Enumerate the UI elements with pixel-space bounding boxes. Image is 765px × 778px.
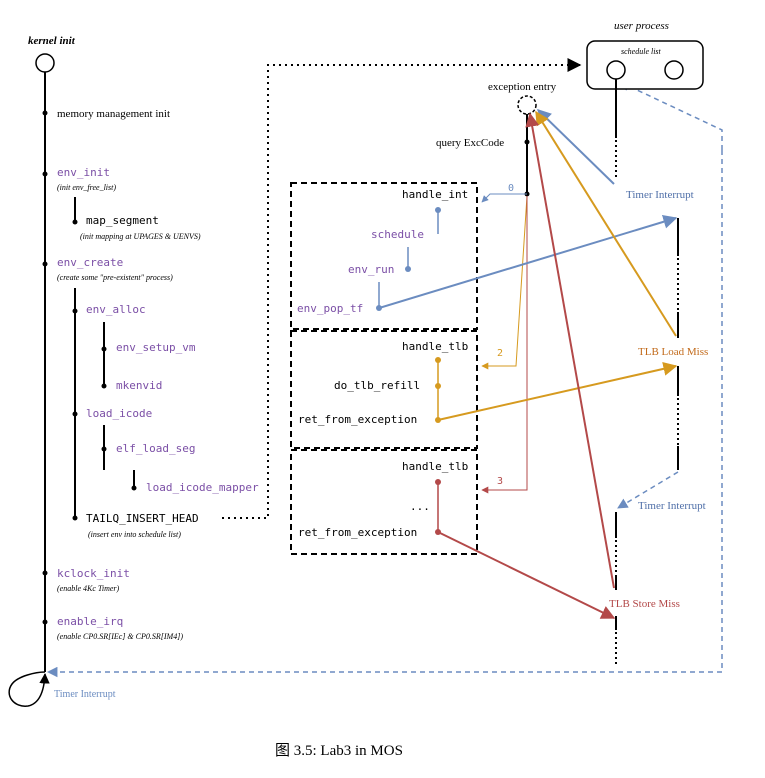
tailq-label: TAILQ_INSERT_HEAD xyxy=(86,512,199,525)
elf-load-seg-label: elf_load_seg xyxy=(116,442,195,455)
kernel-dot xyxy=(42,171,48,177)
load-icode-mapper-label: load_icode_mapper xyxy=(146,481,259,494)
timer-interrupt-return-path xyxy=(46,150,723,678)
dispatch-2-path xyxy=(481,195,528,370)
dispatch-0-label: 0 xyxy=(508,183,514,194)
timer-interrupt-2-label: Timer Interrupt xyxy=(638,500,706,512)
tailq-to-schedule-list-path xyxy=(222,58,582,519)
tlb-store-to-exception-arrow xyxy=(525,112,615,589)
timer-interrupt-1-label: Timer Interrupt xyxy=(626,189,694,201)
kclock-note: (enable 4Kc Timer) xyxy=(57,584,120,593)
kernel-dot xyxy=(72,515,78,521)
kernel-start-node xyxy=(35,53,55,73)
kernel-dot xyxy=(42,619,48,625)
exception-entry-label: exception entry xyxy=(488,81,557,93)
tlb-load-dot-1 xyxy=(435,357,441,363)
env-run-label: env_run xyxy=(348,263,394,276)
map-segment-note: (init mapping at UPAGES & UENVS) xyxy=(80,232,201,241)
query-exccode-dot xyxy=(524,139,530,145)
do-tlb-refill-label: do_tlb_refill xyxy=(334,379,420,392)
kernel-timer-interrupt-label: Timer Interrupt xyxy=(54,689,116,700)
handle-int-label: handle_int xyxy=(402,188,468,201)
kernel-dot xyxy=(42,110,48,116)
env-setup-vm-label: env_setup_vm xyxy=(116,341,196,354)
tlb-load-dot-2 xyxy=(435,383,441,389)
tlb-load-miss-label: TLB Load Miss xyxy=(638,346,708,358)
user-process-node-1 xyxy=(606,60,626,80)
ret2-to-user-arrow xyxy=(437,531,616,619)
env-init-label: env_init xyxy=(57,166,110,179)
tlb-store-dot-1 xyxy=(435,479,441,485)
env-create-note: (create some "pre-existent" process) xyxy=(57,273,173,282)
env-pop-tf-label: env_pop_tf xyxy=(297,302,363,315)
env-create-label: env_create xyxy=(57,256,123,269)
kernel-dot xyxy=(72,219,78,225)
timer-interrupt-2-path xyxy=(617,471,679,509)
enable-irq-note: (enable CP0.SR[IEc] & CP0.SR[IM4]) xyxy=(57,632,183,641)
tailq-note: (insert env into schedule list) xyxy=(88,530,181,539)
ret1-to-user-arrow xyxy=(437,361,678,421)
kernel-dot xyxy=(72,308,78,314)
kernel-dot xyxy=(101,346,107,352)
handle-tlb-load-label: handle_tlb xyxy=(402,340,468,353)
schedule-label: schedule xyxy=(371,228,424,241)
timer-to-exception-arrow xyxy=(536,109,615,185)
tlb-load-to-exception-arrow xyxy=(535,110,677,337)
kernel-dot xyxy=(101,446,107,452)
mkenvid-label: mkenvid xyxy=(116,379,162,392)
kernel-dot xyxy=(72,411,78,417)
env-alloc-label: env_alloc xyxy=(86,303,146,316)
dispatch-3-path xyxy=(481,196,528,494)
kernel-dot xyxy=(42,570,48,576)
handler-box-int xyxy=(290,182,478,330)
user-process-title: user process xyxy=(614,20,669,32)
env-run-dot xyxy=(405,266,411,272)
enable-irq-label: enable_irq xyxy=(57,615,123,628)
dispatch-2-label: 2 xyxy=(497,348,503,359)
kernel-dot xyxy=(101,383,107,389)
handler-box-tlb-store xyxy=(290,449,478,555)
map-segment-label: map_segment xyxy=(86,214,159,227)
ret-from-exception-2-label: ret_from_exception xyxy=(298,526,417,539)
kernel-timer-loop xyxy=(8,671,50,707)
memory-init-label: memory management init xyxy=(57,108,170,120)
schedule-list-label: schedule list xyxy=(621,47,662,56)
dispatch-0-path xyxy=(481,193,527,203)
kernel-dot xyxy=(42,261,48,267)
schedule-dot xyxy=(435,207,441,213)
exception-entry-node xyxy=(517,95,537,115)
kernel-title: kernel init xyxy=(28,35,76,47)
timer-to-schedule-list-path xyxy=(619,81,723,150)
query-exccode-label: query ExcCode xyxy=(436,137,504,149)
kclock-init-label: kclock_init xyxy=(57,567,130,580)
kernel-dot xyxy=(131,485,137,491)
load-icode-label: load_icode xyxy=(86,407,152,420)
ret-from-exception-1-label: ret_from_exception xyxy=(298,413,417,426)
handler-box-tlb-load xyxy=(290,330,478,449)
env-pop-tf-to-user-arrow xyxy=(378,214,678,309)
env-init-note: (init env_free_list) xyxy=(57,183,116,192)
tlb-store-miss-label: TLB Store Miss xyxy=(609,598,680,610)
tlb-store-ellipsis: ... xyxy=(410,500,430,513)
handle-tlb-store-label: handle_tlb xyxy=(402,460,468,473)
figure-caption: 图 3.5: Lab3 in MOS xyxy=(275,742,403,759)
dispatch-3-label: 3 xyxy=(497,476,503,487)
user-process-node-2 xyxy=(664,60,684,80)
